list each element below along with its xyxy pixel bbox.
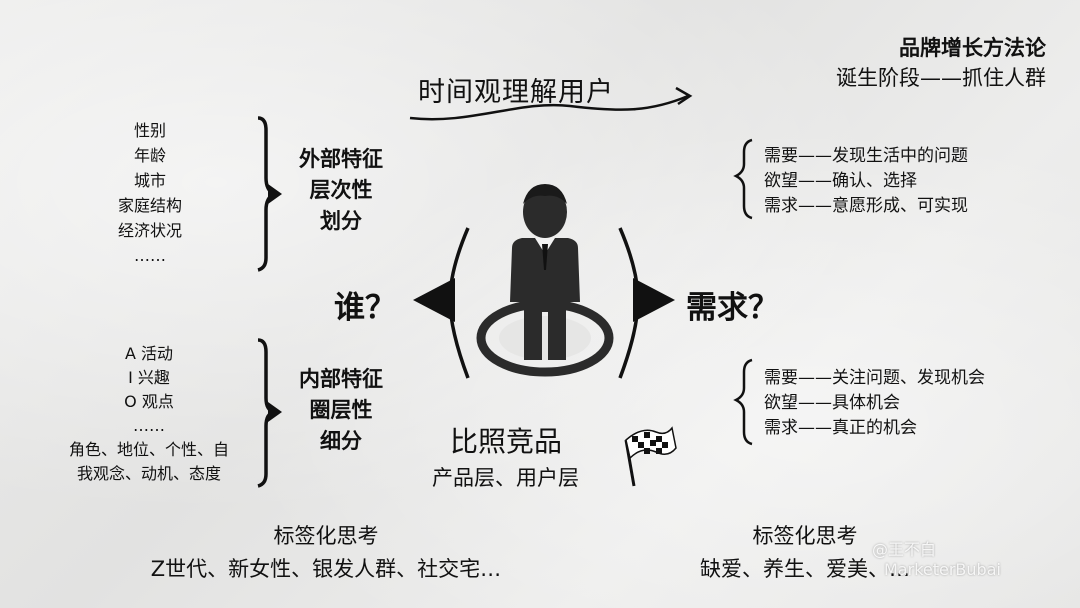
left-top-brace-tip bbox=[268, 184, 282, 204]
internal-feature-list: A 活动 I 兴趣 O 观点 …… 角色、地位、个性、自 我观念、动机、态度 bbox=[40, 342, 258, 486]
heading-line: 细分 bbox=[320, 429, 362, 453]
list-item: 性别 bbox=[133, 121, 166, 140]
top-banner-text: 时间观理解用户 bbox=[418, 77, 614, 108]
left-chevron-arrow bbox=[413, 278, 455, 322]
left-bottom-brace-tip bbox=[268, 402, 282, 422]
internal-feature-heading: 内部特征 圈层性 细分 bbox=[286, 364, 396, 457]
list-item: 角色、地位、个性、自 bbox=[68, 440, 229, 459]
bottom-right-tags: 缺爱、养生、爱美、… bbox=[700, 557, 910, 581]
list-item: …… bbox=[133, 416, 165, 435]
list-item: 家庭结构 bbox=[117, 196, 182, 215]
list-item: 城市 bbox=[133, 171, 166, 190]
compare-title: 比照竞品 bbox=[450, 425, 563, 458]
checkered-flag-icon bbox=[624, 426, 677, 487]
external-feature-list: 性别 年龄 城市 家庭结构 经济状况 …… bbox=[96, 118, 204, 268]
list-item: 年龄 bbox=[133, 146, 166, 165]
page-title: 品牌增长方法论 bbox=[899, 36, 1046, 60]
compare-subtitle: 产品层、用户层 bbox=[432, 466, 579, 490]
list-item: 需要——关注问题、发现机会 bbox=[764, 368, 985, 388]
list-item: 欲望——确认、选择 bbox=[764, 171, 917, 191]
external-feature-heading: 外部特征 层次性 划分 bbox=[286, 144, 396, 237]
right-chevron-arrow bbox=[633, 278, 675, 322]
banner-arrowhead bbox=[675, 86, 693, 106]
list-item: …… bbox=[134, 246, 166, 265]
bottom-left-tags: Z世代、新女性、银发人群、社交宅… bbox=[150, 557, 502, 581]
list-item: 我观念、动机、态度 bbox=[76, 464, 221, 483]
right-bottom-brace bbox=[733, 358, 753, 446]
need-stage-two-list: 需要——关注问题、发现机会 欲望——具体机会 需求——真正的机会 bbox=[764, 366, 985, 441]
need-stage-one-list: 需要——发现生活中的问题 欲望——确认、选择 需求——意愿形成、可实现 bbox=[764, 144, 968, 219]
list-item: O 观点 bbox=[124, 392, 174, 411]
heading-line: 圈层性 bbox=[309, 398, 373, 422]
heading-line: 层次性 bbox=[309, 178, 373, 202]
list-item: 需求——真正的机会 bbox=[764, 418, 917, 438]
who-label: 谁？ bbox=[334, 290, 396, 326]
right-top-brace bbox=[733, 138, 753, 220]
list-item: 欲望——具体机会 bbox=[764, 393, 900, 413]
list-item: 经济状况 bbox=[117, 221, 182, 240]
list-item: 需求——意愿形成、可实现 bbox=[764, 196, 968, 216]
banner-swoosh-arrow bbox=[409, 94, 689, 121]
bottom-right-heading: 标签化思考 bbox=[752, 524, 858, 548]
list-item: I 兴趣 bbox=[128, 368, 170, 387]
person-icon bbox=[476, 184, 614, 377]
list-item: A 活动 bbox=[124, 344, 174, 363]
watermark-handle: @王不白 bbox=[872, 540, 937, 559]
watermark-brand: MarketerBubai bbox=[884, 560, 1001, 579]
page-subtitle: 诞生阶段——抓住人群 bbox=[836, 66, 1046, 90]
list-item: 需要——发现生活中的问题 bbox=[764, 146, 968, 166]
heading-line: 内部特征 bbox=[299, 367, 383, 391]
heading-line: 外部特征 bbox=[299, 147, 383, 171]
need-label: 需求？ bbox=[686, 290, 779, 326]
bottom-left-heading: 标签化思考 bbox=[273, 524, 379, 548]
heading-line: 划分 bbox=[320, 209, 362, 233]
